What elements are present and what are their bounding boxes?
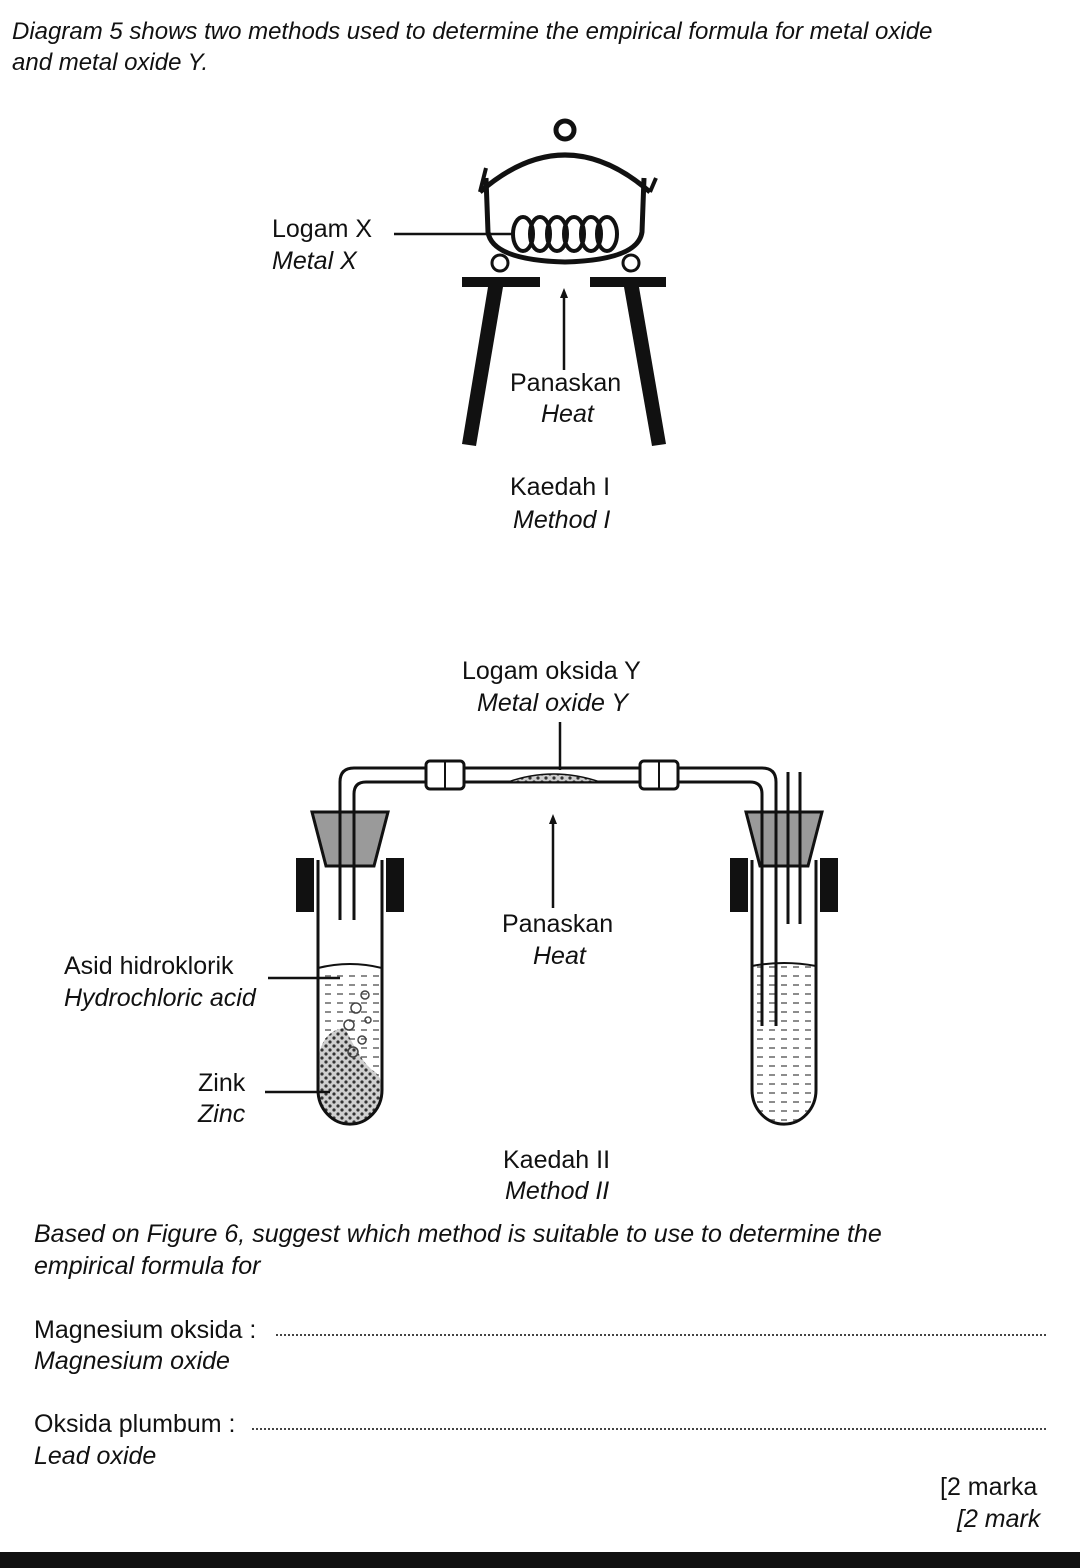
question-line-2: empirical formula for [34, 1252, 261, 1280]
label-heat-1-ms: Panaskan [510, 369, 622, 397]
label-heat-1-en: Heat [541, 400, 594, 428]
crucible-apparatus [394, 118, 666, 446]
label-heat-2-en: Heat [533, 942, 586, 970]
metal-oxide-y-powder [507, 773, 601, 783]
lid-knob [553, 118, 577, 142]
left-test-tube [296, 800, 404, 1126]
bottom-bar [0, 1552, 1080, 1568]
q2-label-en: Lead oxide [34, 1442, 157, 1470]
tripod-leg-left [462, 287, 503, 446]
label-metal-x-ms: Logam X [272, 215, 373, 243]
label-acid-en: Hydrochloric acid [64, 984, 256, 1012]
label-oxide-y-ms: Logam oksida Y [462, 657, 641, 685]
q1-answer-line[interactable] [276, 1334, 1046, 1336]
tripod-top-right [590, 277, 666, 287]
caption-method-1-en: Method I [513, 506, 611, 534]
gas-bubbles [343, 990, 372, 1058]
question-line-1: Based on Figure 6, suggest which method … [34, 1220, 882, 1248]
label-acid-ms: Asid hidroklorik [64, 952, 234, 980]
crucible-lid [478, 152, 652, 194]
marks-en: [2 mark [957, 1505, 1041, 1533]
q2-label-ms: Oksida plumbum : [34, 1410, 236, 1438]
crucible [483, 177, 647, 265]
label-zinc-en: Zinc [198, 1100, 246, 1128]
tripod-top-left [462, 277, 540, 287]
q2-answer-line[interactable] [252, 1428, 1046, 1430]
intro-line-1: Diagram 5 shows two methods used to dete… [12, 18, 933, 45]
caption-method-1-ms: Kaedah I [510, 473, 611, 501]
intro-line-2: and metal oxide Y. [12, 49, 209, 76]
label-heat-2-ms: Panaskan [502, 910, 614, 938]
marks-ms: [2 marka [940, 1473, 1038, 1501]
tripod-leg-right [624, 287, 666, 446]
label-zinc-ms: Zink [198, 1069, 246, 1097]
caption-method-2-en: Method II [505, 1177, 610, 1200]
label-metal-x-en: Metal X [272, 247, 357, 275]
metal-x-coil [511, 215, 619, 253]
label-oxide-y-en: Metal oxide Y [477, 689, 629, 717]
right-test-tube [730, 772, 838, 1126]
q1-label-en: Magnesium oxide [34, 1347, 230, 1375]
zinc-granules [318, 1028, 382, 1125]
q1-label-ms: Magnesium oksida : [34, 1316, 257, 1344]
caption-method-2-ms: Kaedah II [503, 1146, 611, 1174]
reduction-apparatus [265, 722, 838, 1126]
